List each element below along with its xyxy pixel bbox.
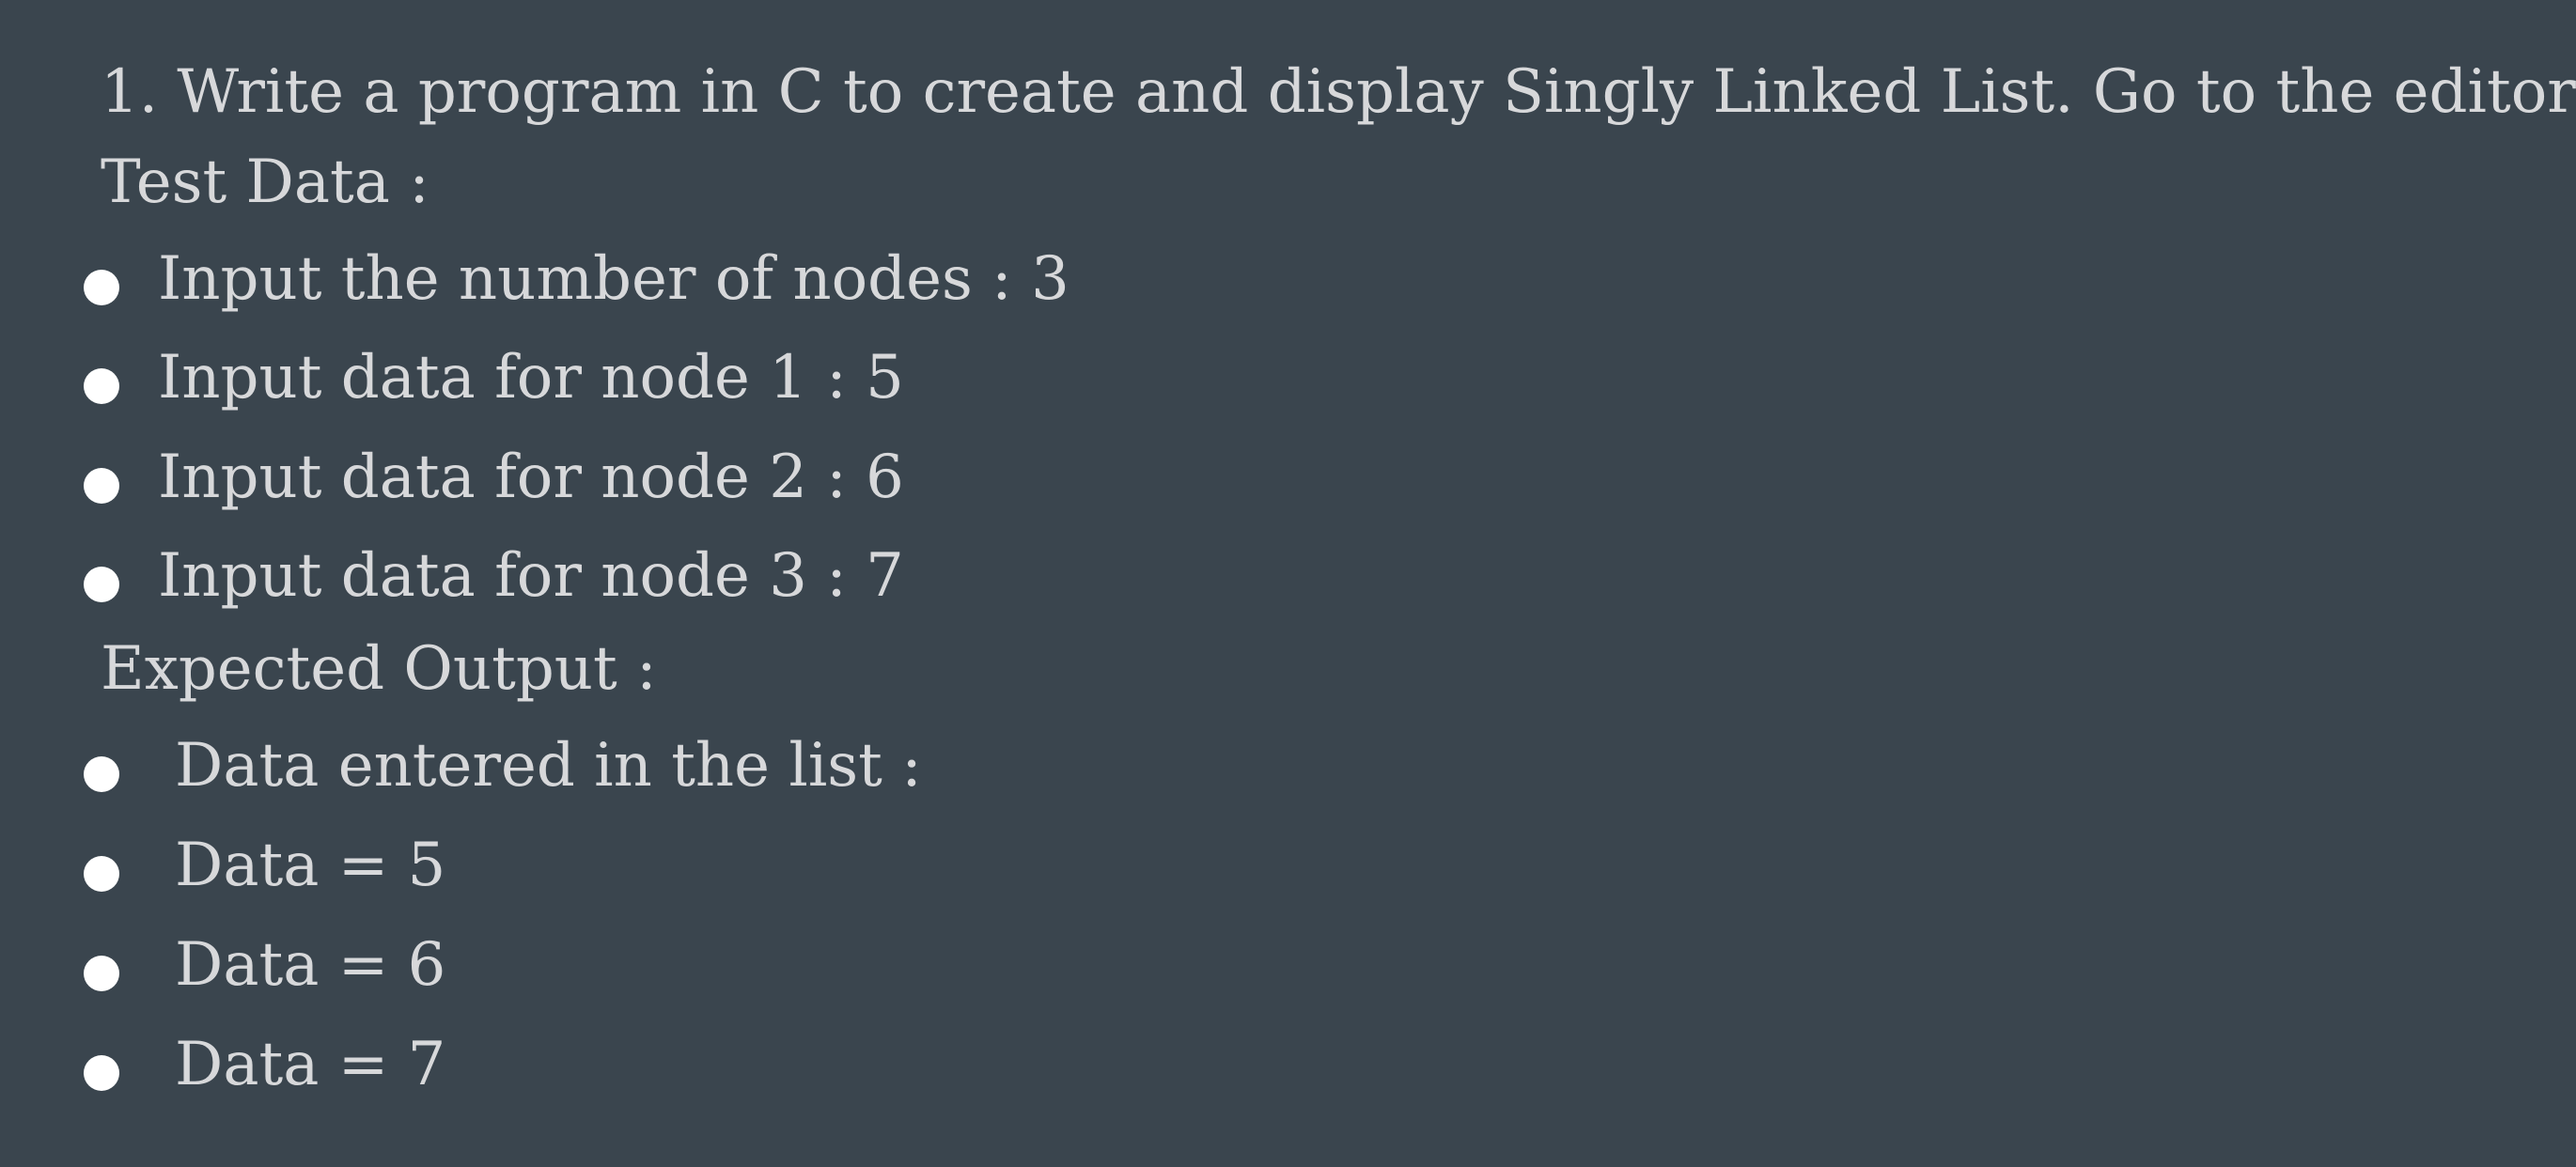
expected-output-item-text: Data entered in the list : xyxy=(175,731,922,801)
expected-output-label: Expected Output : xyxy=(101,634,657,704)
test-data-label: Test Data : xyxy=(101,148,429,217)
bullet-icon xyxy=(84,856,119,892)
bullet-icon xyxy=(84,567,119,602)
expected-output-item-text: Data = 5 xyxy=(175,831,446,900)
exercise-title: 1. Write a program in C to create and di… xyxy=(101,57,2576,127)
exercise-content: 1. Write a program in C to create and di… xyxy=(0,62,2576,1110)
expected-output-item: Data = 6 xyxy=(0,935,2487,1010)
expected-output-item-text: Data = 7 xyxy=(175,1030,446,1099)
bullet-icon xyxy=(84,468,119,504)
test-data-item-text: Input the number of nodes : 3 xyxy=(158,244,1069,314)
expected-output-item: Data = 5 xyxy=(0,835,2487,910)
test-data-item: Input data for node 1 : 5 xyxy=(0,348,2487,423)
expected-output-item: Data entered in the list : xyxy=(0,736,2487,811)
bullet-icon xyxy=(84,270,119,305)
expected-output-item-text: Data = 6 xyxy=(175,930,446,1000)
test-data-item-text: Input data for node 1 : 5 xyxy=(158,343,904,412)
bullet-icon xyxy=(84,1055,119,1091)
test-data-item: Input the number of nodes : 3 xyxy=(0,249,2487,324)
test-data-item: Input data for node 2 : 6 xyxy=(0,447,2487,522)
test-data-item-text: Input data for node 3 : 7 xyxy=(158,541,904,611)
expected-output-item: Data = 7 xyxy=(0,1035,2487,1110)
test-data-item: Input data for node 3 : 7 xyxy=(0,546,2487,621)
test-data-item-text: Input data for node 2 : 6 xyxy=(158,443,904,512)
bullet-icon xyxy=(84,756,119,792)
bullet-icon xyxy=(84,368,119,404)
bullet-icon xyxy=(84,956,119,991)
